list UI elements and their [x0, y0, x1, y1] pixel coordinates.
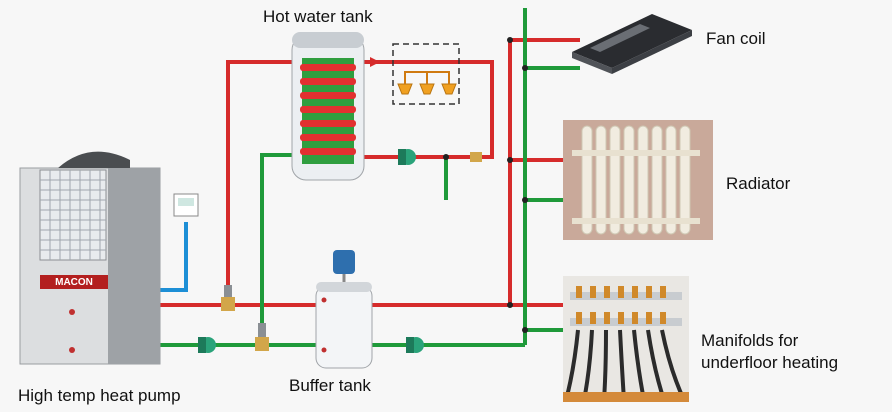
circulation-pump-icon [198, 337, 216, 353]
underfloor-manifold [563, 276, 689, 402]
pumps-and-valves [198, 149, 482, 353]
brand-plate [40, 275, 108, 289]
heat-pump [19, 151, 161, 365]
three-way-valve-icon [255, 323, 269, 351]
valve-icon [470, 152, 482, 162]
hot-water-outlets [392, 43, 460, 105]
radiator-label: Radiator [726, 174, 791, 193]
controller-wire [160, 222, 188, 292]
three-way-valve-icon [221, 285, 235, 311]
controller-panel [173, 193, 199, 217]
hot-water-tank [291, 32, 365, 181]
radiator [563, 120, 713, 240]
circulation-pump-icon [406, 337, 424, 353]
expansion-vessel [333, 250, 355, 274]
brand-logo: MACON [55, 277, 93, 288]
supply-pipes [160, 38, 580, 307]
manifolds-label-line2: underfloor heating [701, 353, 839, 372]
fan-coil [572, 14, 692, 74]
circulation-pump-icon [398, 149, 416, 165]
fan-coil-label: Fan coil [706, 29, 766, 48]
hot-water-tank-label: Hot water tank [263, 7, 373, 26]
manifolds-label-line1: Manifolds for [701, 331, 799, 350]
flow-arrow-icon [370, 57, 380, 67]
pipe-junctions [443, 37, 528, 333]
heat-pump-label: High temp heat pump [18, 386, 181, 405]
buffer-tank [315, 250, 373, 369]
buffer-tank-label: Buffer tank [289, 376, 371, 395]
